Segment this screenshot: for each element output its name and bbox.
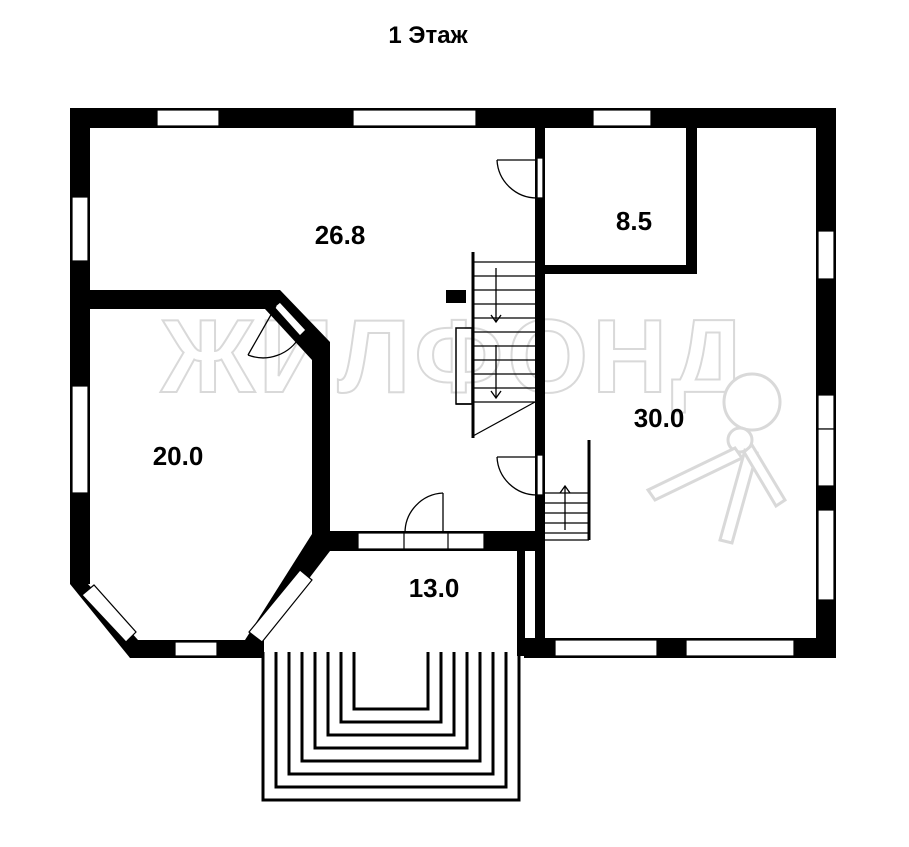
window <box>817 428 835 487</box>
keys-icon <box>645 372 788 545</box>
door-storage <box>496 157 544 199</box>
window <box>685 639 795 657</box>
window <box>71 385 89 494</box>
window <box>592 109 652 127</box>
room-label-living: 30.0 <box>634 403 685 433</box>
room-label-porch: 13.0 <box>409 573 460 603</box>
floor-title: 1 Этаж <box>388 22 468 49</box>
window <box>817 509 835 601</box>
arrow-up-icon <box>559 484 571 530</box>
room-labels: 26.8 8.5 20.0 30.0 13.0 <box>153 206 685 603</box>
window <box>554 639 658 657</box>
room-label-hall: 26.8 <box>315 220 366 250</box>
window <box>174 641 218 657</box>
watermark: ЖИЛФОНД <box>159 298 788 545</box>
door-bedroom <box>247 301 307 359</box>
arrow-down-icon <box>490 345 502 400</box>
window <box>357 532 485 550</box>
watermark-text: ЖИЛФОНД <box>160 299 750 415</box>
window <box>71 196 89 262</box>
door-porch <box>404 492 444 534</box>
doors <box>247 157 544 534</box>
window <box>352 109 477 127</box>
room-label-bedroom: 20.0 <box>153 441 204 471</box>
entrance-steps <box>261 652 521 802</box>
room-label-storage: 8.5 <box>616 206 652 236</box>
arrow-down-icon <box>490 268 502 324</box>
window <box>817 394 835 430</box>
window <box>156 109 220 127</box>
door-living <box>496 454 544 496</box>
window <box>81 584 137 643</box>
window <box>248 569 313 643</box>
windows <box>71 109 835 657</box>
staircase-small <box>545 440 591 541</box>
window <box>817 230 835 280</box>
staircase <box>455 252 536 438</box>
